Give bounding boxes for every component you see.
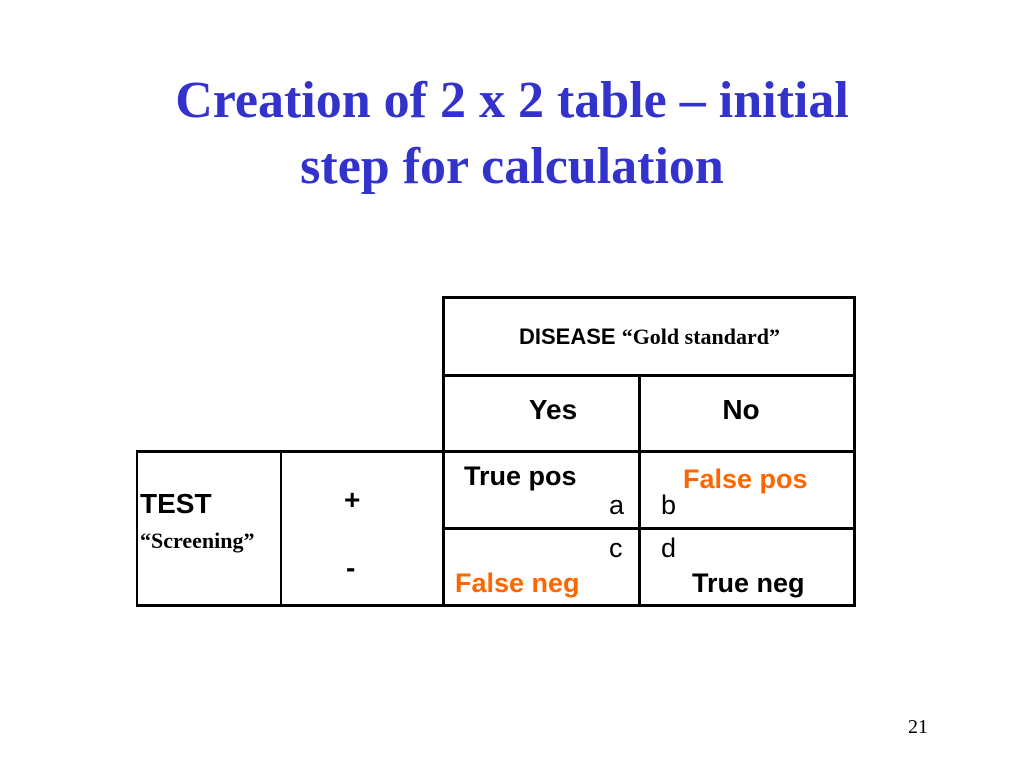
column-header-no: No	[722, 394, 760, 425]
table-border-left-inner	[442, 296, 445, 607]
row-label-negative: -	[346, 552, 356, 583]
cell-c-letter: c	[609, 533, 623, 563]
slide-title-line1: Creation of 2 x 2 table – initial	[175, 72, 849, 129]
test-label: TEST	[140, 488, 212, 519]
row-label-positive: +	[344, 484, 361, 515]
table-divider-columns	[136, 450, 856, 453]
cell-a-letter: a	[609, 490, 625, 520]
screening-label: “Screening”	[140, 528, 255, 553]
table-divider-test-sign	[280, 450, 282, 607]
page-number: 21	[908, 716, 928, 738]
table-border-top	[443, 296, 856, 299]
table-border-bottom	[136, 604, 856, 607]
slide-title-line2: step for calculation	[300, 138, 724, 195]
disease-label: DISEASE	[518, 324, 616, 349]
column-header-yes: Yes	[528, 394, 578, 425]
cell-a-label: True pos	[464, 461, 577, 491]
cell-d-label: True neg	[692, 568, 805, 598]
table-divider-yes-no	[638, 374, 641, 607]
cell-b-label: False pos	[683, 464, 808, 494]
cell-c-label: False neg	[455, 568, 580, 598]
table-border-left	[136, 450, 138, 607]
slide-title: Creation of 2 x 2 table – initial step f…	[0, 68, 1024, 200]
cell-b-letter: b	[661, 490, 677, 520]
table-divider-rows	[443, 527, 856, 530]
table-divider-header	[443, 374, 856, 377]
gold-standard-label: “Gold standard”	[621, 324, 781, 349]
cell-d-letter: d	[661, 533, 677, 563]
table-border-right	[853, 296, 856, 607]
disease-header: DISEASE “Gold standard”	[443, 324, 856, 350]
